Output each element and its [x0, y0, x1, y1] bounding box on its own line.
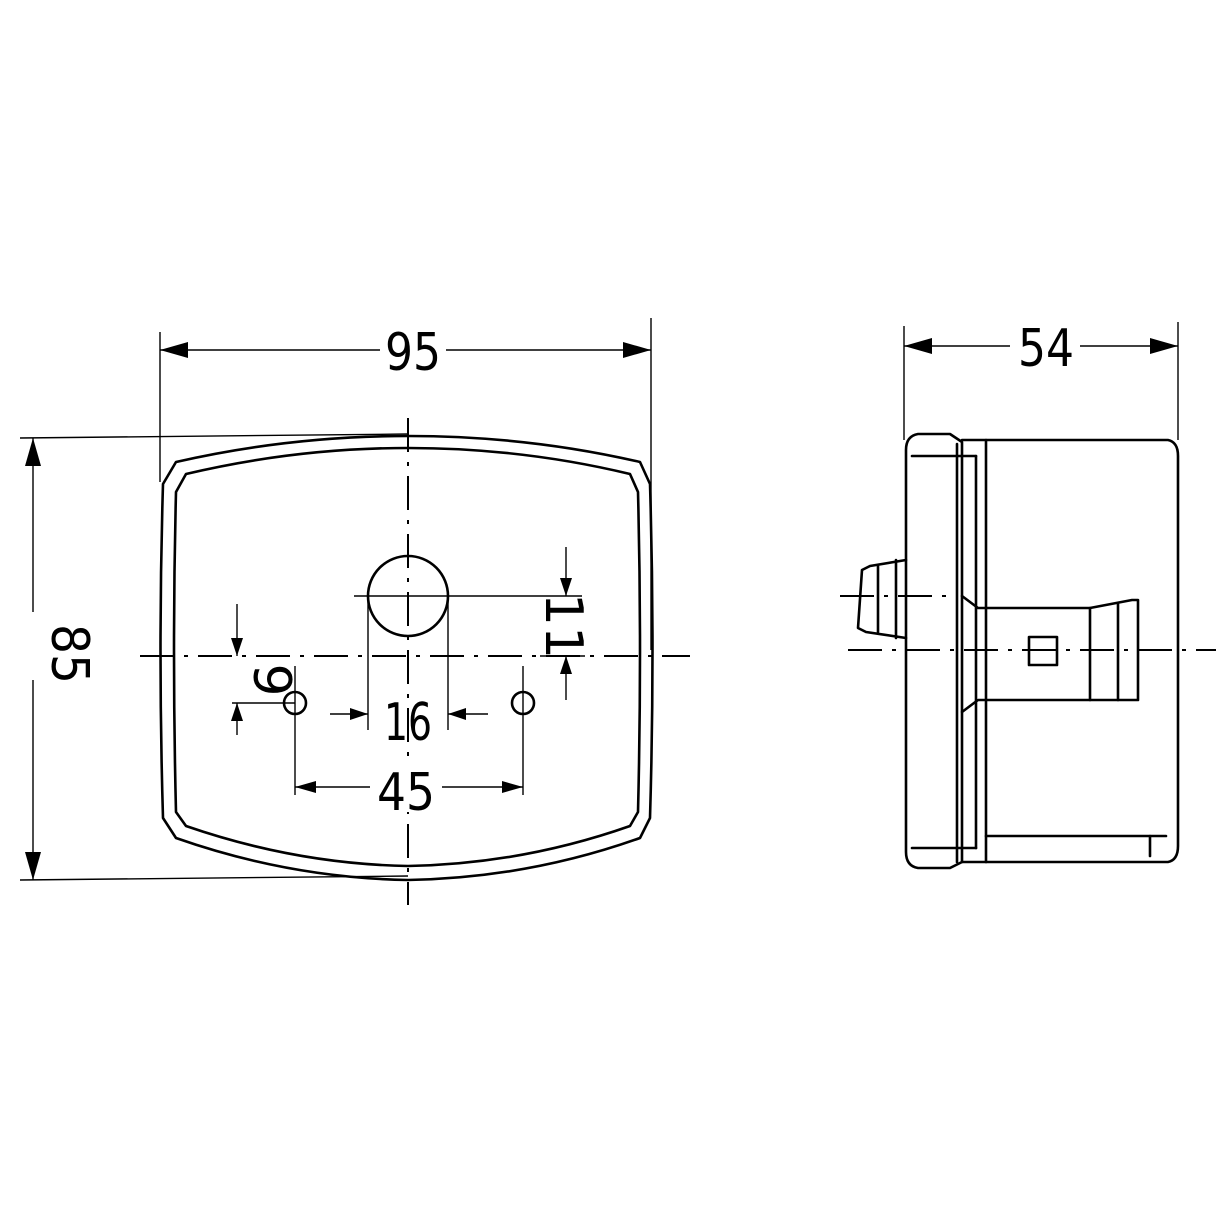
dimension-center-hole: 16	[384, 693, 432, 753]
side-mounting-bracket	[960, 594, 1092, 714]
front-view: 16 45 9 11 95 85	[19, 318, 690, 905]
side-view: 54	[840, 319, 1216, 870]
dimension-depth: 54	[1018, 319, 1074, 379]
dimension-offset-left: 9	[241, 663, 301, 696]
dimension-width: 95	[385, 323, 441, 383]
dimension-height: 85	[39, 624, 99, 684]
side-lens-rim	[904, 432, 964, 870]
front-outer-outline	[159, 434, 654, 882]
dimension-offset-right: 11	[533, 593, 593, 659]
dimension-hole-spacing: 45	[377, 763, 435, 823]
front-inner-outline	[172, 446, 642, 868]
side-housing	[960, 438, 1180, 864]
side-mounting-stud	[856, 558, 908, 640]
